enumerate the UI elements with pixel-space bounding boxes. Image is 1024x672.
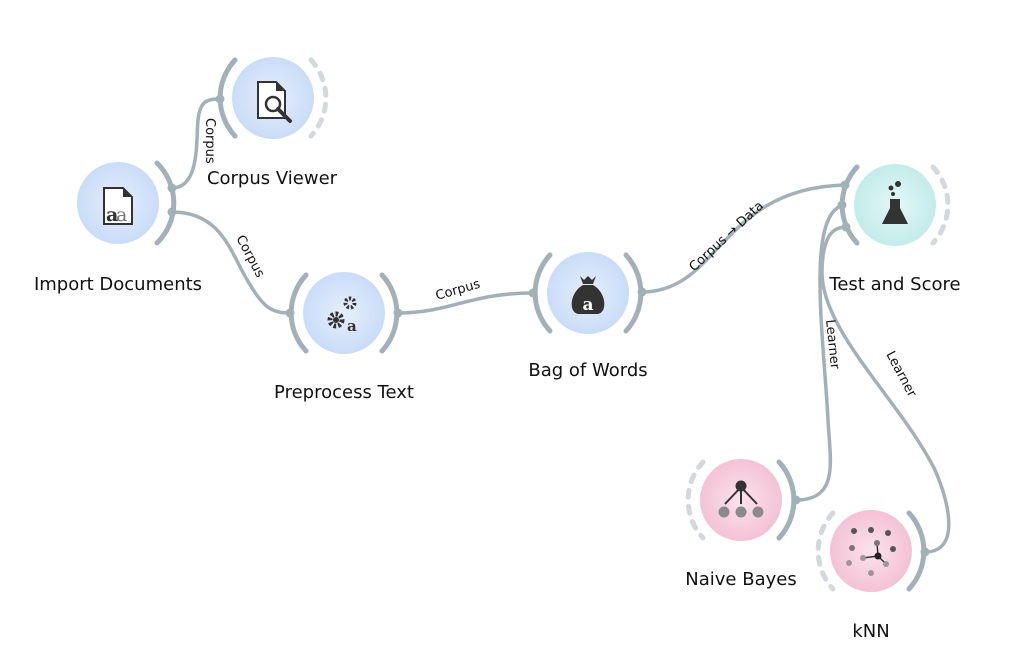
input-channel[interactable] — [215, 94, 225, 104]
node-bag-of-words[interactable]: a Bag of Words — [528, 252, 648, 381]
gears-text-icon: a — [327, 296, 357, 335]
input-anchor[interactable] — [685, 459, 706, 541]
svg-text:a: a — [106, 204, 118, 226]
input-channel[interactable] — [841, 222, 851, 232]
link-preprocess-to-bag-of-words[interactable] — [397, 291, 534, 315]
input-channel[interactable] — [837, 200, 847, 210]
output-channel[interactable] — [920, 547, 930, 557]
node-body[interactable] — [303, 272, 385, 354]
node-label: Import Documents — [34, 274, 202, 295]
output-channel[interactable] — [393, 308, 403, 318]
flask-icon — [882, 181, 908, 224]
link-knn-to-test-and-score[interactable] — [820, 225, 951, 554]
node-label: Corpus Viewer — [207, 168, 338, 189]
money-bag-a-icon: a — [571, 276, 605, 315]
link-label: Corpus — [232, 233, 267, 281]
output-channel[interactable] — [637, 287, 647, 297]
link-bag-of-words-to-test-and-score[interactable] — [641, 183, 846, 294]
svg-text:a: a — [116, 204, 127, 226]
document-search-icon — [257, 81, 292, 123]
node-label: Bag of Words — [528, 360, 647, 381]
node-label: Naive Bayes — [685, 569, 796, 590]
svg-text:a: a — [582, 295, 593, 315]
output-channel[interactable] — [167, 183, 177, 193]
link-label: Corpus → Data — [686, 199, 766, 275]
node-test-and-score[interactable]: Test and Score — [828, 164, 961, 295]
output-channel[interactable] — [791, 495, 801, 505]
document-text-icon: a a — [103, 187, 133, 226]
link-labels: Corpus Corpus Corpus Corpus → Data Learn… — [202, 118, 919, 400]
node-knn[interactable]: kNN — [815, 510, 930, 642]
output-anchor[interactable] — [930, 164, 951, 246]
node-preprocess-text[interactable]: a Preprocess Text — [274, 272, 414, 403]
output-channel[interactable] — [167, 207, 177, 217]
bayes-network-icon — [718, 480, 764, 518]
knn-scatter-icon — [846, 527, 896, 576]
node-import-documents[interactable]: a a Import Documents — [34, 160, 202, 295]
output-anchor[interactable] — [308, 57, 329, 139]
input-channel[interactable] — [528, 288, 538, 298]
link-label: Learner — [822, 319, 842, 371]
link-import-to-preprocess[interactable] — [171, 210, 291, 315]
link-label: Learner — [882, 349, 919, 400]
link-label: Corpus — [202, 118, 217, 164]
node-label: kNN — [852, 621, 889, 642]
node-naive-bayes[interactable]: Naive Bayes — [685, 459, 801, 590]
link-import-to-corpus-viewer[interactable] — [171, 97, 221, 190]
links — [171, 97, 951, 554]
node-label: Preprocess Text — [274, 382, 414, 403]
svg-text:a: a — [347, 317, 357, 335]
input-channel[interactable] — [840, 180, 850, 190]
node-label: Test and Score — [828, 274, 960, 295]
input-channel[interactable] — [285, 308, 295, 318]
node-body[interactable] — [830, 510, 912, 592]
node-corpus-viewer[interactable]: Corpus Viewer — [207, 57, 338, 189]
link-naive-bayes-to-test-and-score[interactable] — [795, 203, 846, 502]
input-anchor[interactable] — [815, 510, 836, 592]
output-anchor[interactable] — [154, 160, 177, 246]
